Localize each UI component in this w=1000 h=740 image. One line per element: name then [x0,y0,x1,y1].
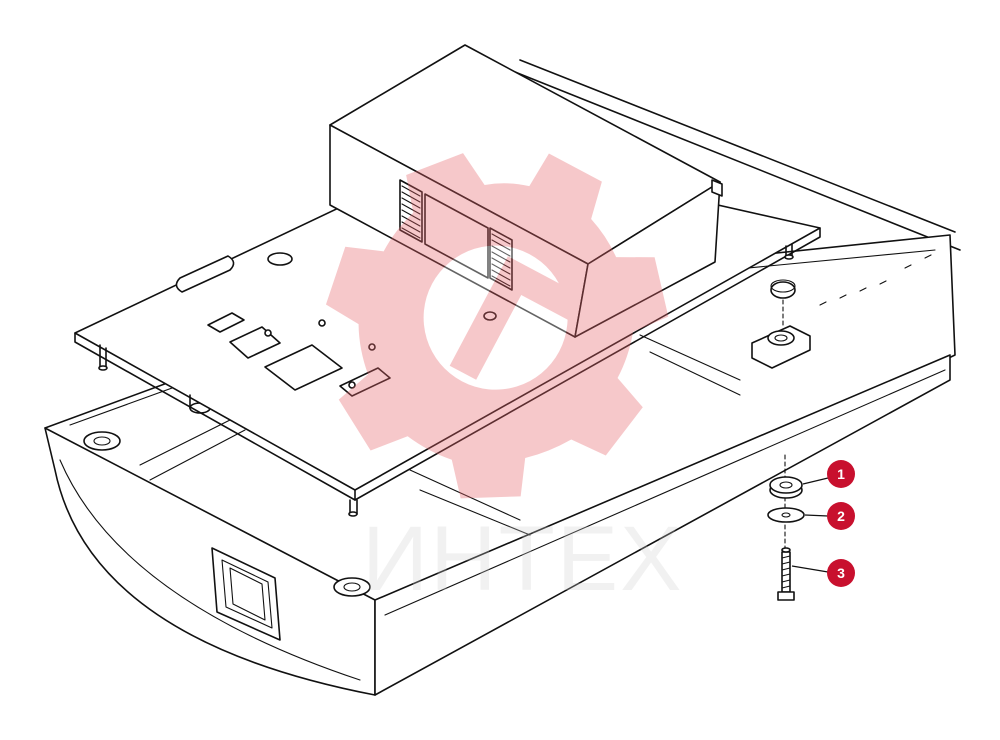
board-standoffs [98,243,794,517]
cover-window [424,193,489,279]
part-rubber-grommet [769,476,803,499]
callout-number-2: 2 [837,508,845,524]
callout-3[interactable]: 3 [791,559,855,587]
cover-box [329,44,723,338]
callout-1[interactable]: 1 [802,460,855,488]
watermark-text: ИНТЕХ [362,508,684,610]
board-cutouts [175,252,497,397]
callout-bubble-1 [827,460,855,488]
tray-boss-left [83,431,121,451]
callout-number-1: 1 [837,466,845,482]
gear-logo-icon [325,153,669,499]
part-flat-washer [767,507,805,523]
mounting-block [751,279,811,369]
callout-2[interactable]: 2 [804,502,855,530]
callout-number-3: 3 [837,565,845,581]
callout-bubble-2 [827,502,855,530]
base-tray [44,59,961,696]
watermark: ИНТЕХ [325,153,684,610]
vent-grille-right [489,227,513,291]
tray-boss-front [333,577,371,597]
part-mounting-screw [777,547,795,601]
exploded-fasteners: 1 2 3 [767,454,855,601]
callout-bubble-3 [827,559,855,587]
vent-grille-left [399,179,423,243]
